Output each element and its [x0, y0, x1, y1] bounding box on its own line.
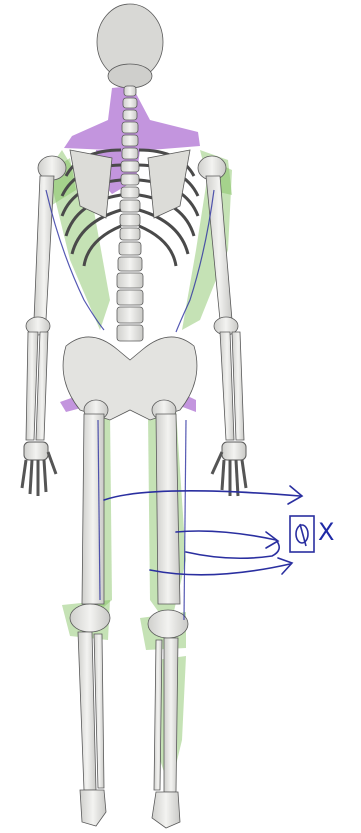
right-knee	[148, 610, 188, 638]
right-hand	[212, 442, 246, 496]
left-humerus	[34, 176, 54, 320]
left-hand	[22, 442, 56, 496]
right-fibula	[154, 640, 162, 790]
right-scapula	[148, 150, 190, 218]
annotation-x-label: X	[318, 520, 334, 544]
bones	[22, 4, 246, 828]
pelvis	[63, 337, 197, 420]
annotation-arrows	[104, 486, 302, 575]
left-foot	[80, 790, 106, 826]
right-radius	[220, 332, 234, 440]
left-femur	[82, 414, 104, 604]
arrow-middle	[176, 531, 279, 558]
annotation-box	[290, 516, 314, 552]
jaw	[108, 64, 152, 88]
right-tibia	[164, 638, 178, 792]
arrow-top	[104, 491, 300, 500]
left-knee	[70, 604, 110, 632]
left-tibia	[78, 632, 96, 790]
right-foot	[152, 792, 180, 828]
right-femur	[156, 414, 180, 604]
